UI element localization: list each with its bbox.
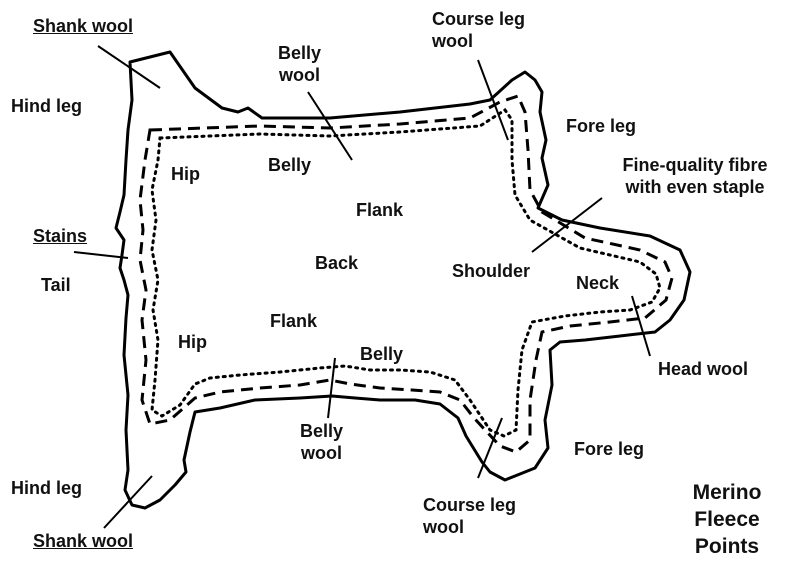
label-fine-fibre-line1: Fine-quality fibre bbox=[605, 154, 785, 176]
label-back: Back bbox=[315, 252, 358, 274]
label-fore-leg-top: Fore leg bbox=[566, 115, 636, 137]
label-hip-bottom: Hip bbox=[178, 331, 207, 353]
label-belly-wool-bottom-line1: Belly bbox=[300, 420, 343, 442]
title-line1: Merino bbox=[672, 479, 782, 506]
label-belly-wool-bottom: Belly wool bbox=[300, 420, 343, 464]
leader-shank-wool-top bbox=[98, 46, 160, 88]
label-course-leg-top-line2: wool bbox=[432, 30, 525, 52]
label-belly-wool-top-line2: wool bbox=[278, 64, 321, 86]
label-fine-fibre: Fine-quality fibre with even staple bbox=[605, 154, 785, 198]
label-course-leg-bottom-line2: wool bbox=[423, 516, 516, 538]
title-line3: Points bbox=[672, 533, 782, 560]
label-tail: Tail bbox=[41, 274, 71, 296]
diagram-title: Merino Fleece Points bbox=[672, 479, 782, 560]
label-course-leg-top: Course leg wool bbox=[432, 8, 525, 52]
label-flank-top: Flank bbox=[356, 199, 403, 221]
label-belly-wool-top: Belly wool bbox=[278, 42, 321, 86]
label-hind-leg-top: Hind leg bbox=[11, 95, 82, 117]
label-stains: Stains bbox=[33, 225, 87, 247]
label-shank-wool-top: Shank wool bbox=[33, 15, 133, 37]
label-hip-top: Hip bbox=[171, 163, 200, 185]
label-hind-leg-bottom: Hind leg bbox=[11, 477, 82, 499]
label-fine-fibre-line2: with even staple bbox=[605, 176, 785, 198]
label-course-leg-bottom: Course leg wool bbox=[423, 494, 516, 538]
label-belly-wool-bottom-line2: wool bbox=[300, 442, 343, 464]
title-line2: Fleece bbox=[672, 506, 782, 533]
leader-head-wool bbox=[632, 296, 650, 356]
label-flank-bottom: Flank bbox=[270, 310, 317, 332]
label-head-wool: Head wool bbox=[658, 358, 748, 380]
label-neck: Neck bbox=[576, 272, 619, 294]
label-course-leg-bottom-line1: Course leg bbox=[423, 494, 516, 516]
label-belly-top: Belly bbox=[268, 154, 311, 176]
leader-shank-wool-bottom bbox=[104, 476, 152, 528]
label-fore-leg-bottom: Fore leg bbox=[574, 438, 644, 460]
leader-stains bbox=[74, 252, 128, 258]
label-shank-wool-bottom: Shank wool bbox=[33, 530, 133, 552]
label-shoulder: Shoulder bbox=[452, 260, 530, 282]
label-belly-bottom: Belly bbox=[360, 343, 403, 365]
label-course-leg-top-line1: Course leg bbox=[432, 8, 525, 30]
label-belly-wool-top-line1: Belly bbox=[278, 42, 321, 64]
